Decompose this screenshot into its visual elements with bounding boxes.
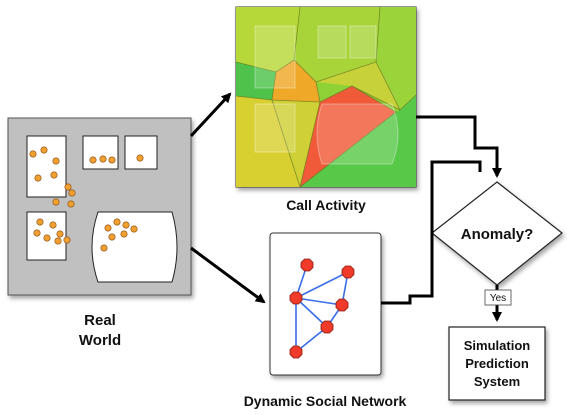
social-network-card [269,232,382,376]
network-edge [295,326,328,353]
person-dot [34,174,42,182]
social-network-label: Dynamic Social Network [244,393,407,409]
person-dot [40,146,48,154]
arrow-real-to-call [189,92,232,138]
person-dot [52,198,60,206]
arrow-real-to-network [190,246,266,304]
network-node [300,258,314,272]
person-dot [63,236,71,244]
person-dot [29,150,37,158]
person-dot [136,154,144,162]
call-activity-label: Call Activity [286,197,366,213]
person-dot [122,221,130,229]
real-world-panel: Real World [7,117,192,349]
region-green [294,7,380,82]
simulation-system: Simulation Prediction System [448,326,546,401]
region-yellow-center [272,100,320,187]
person-dot [68,189,76,197]
real-world-label-line1: Real [84,312,116,329]
person-dot [130,225,138,233]
building [82,135,119,170]
building [124,135,158,170]
person-dot [54,237,62,245]
region-olive [316,62,400,110]
person-dot [50,171,58,179]
simulation-label-line2: Prediction [465,356,529,371]
person-dot [100,244,108,252]
anomaly-decision: Anomaly? [431,181,563,286]
building-rounded [91,211,178,283]
region-bright-green [236,62,276,100]
arrow-network-to-anomaly [381,160,482,305]
arrow-call-to-anomaly [416,115,502,178]
yes-tag: Yes [484,289,512,306]
person-dot [36,218,44,226]
social-network-panel: Dynamic Social Network [244,232,407,409]
call-activity-panel: Call Activity [235,6,417,213]
person-dot [113,218,121,226]
simulation-label-line1: Simulation [464,338,531,353]
arrows [189,92,502,322]
person-dot [108,156,116,164]
real-world-label-line2: World [79,332,121,349]
person-dot [89,156,97,164]
simulation-box [448,326,546,401]
simulation-label-line3: System [474,374,520,389]
person-dot [56,230,64,238]
region-borders [235,6,417,188]
network-nodes [289,258,355,359]
person-dot [104,224,112,232]
network-node [289,345,303,359]
region-orange [272,60,320,102]
region-red [300,86,396,187]
network-edge [295,297,343,306]
yes-tag-box [484,289,512,306]
person-dot [49,221,57,229]
person-dot [67,200,75,208]
region-green-right [376,7,416,110]
person-dot [43,234,51,242]
network-node [320,320,334,334]
region-green-bottom [300,95,416,187]
person-dot [99,155,107,163]
person-dot [64,183,72,191]
person-dot [52,157,60,165]
anomaly-label: Anomaly? [461,226,534,243]
building [26,135,67,198]
people-dots [29,146,144,252]
region-yellow-green [236,7,300,72]
yes-label: Yes [490,293,506,304]
person-dot [33,229,41,237]
network-edge [295,271,349,299]
person-dot [120,230,128,238]
network-node [341,265,355,279]
network-node [289,291,303,305]
building-ghosts [254,25,399,165]
person-dot [108,233,116,241]
network-node [335,298,349,312]
network-edge [295,297,328,328]
region-yellow-left [236,96,300,187]
